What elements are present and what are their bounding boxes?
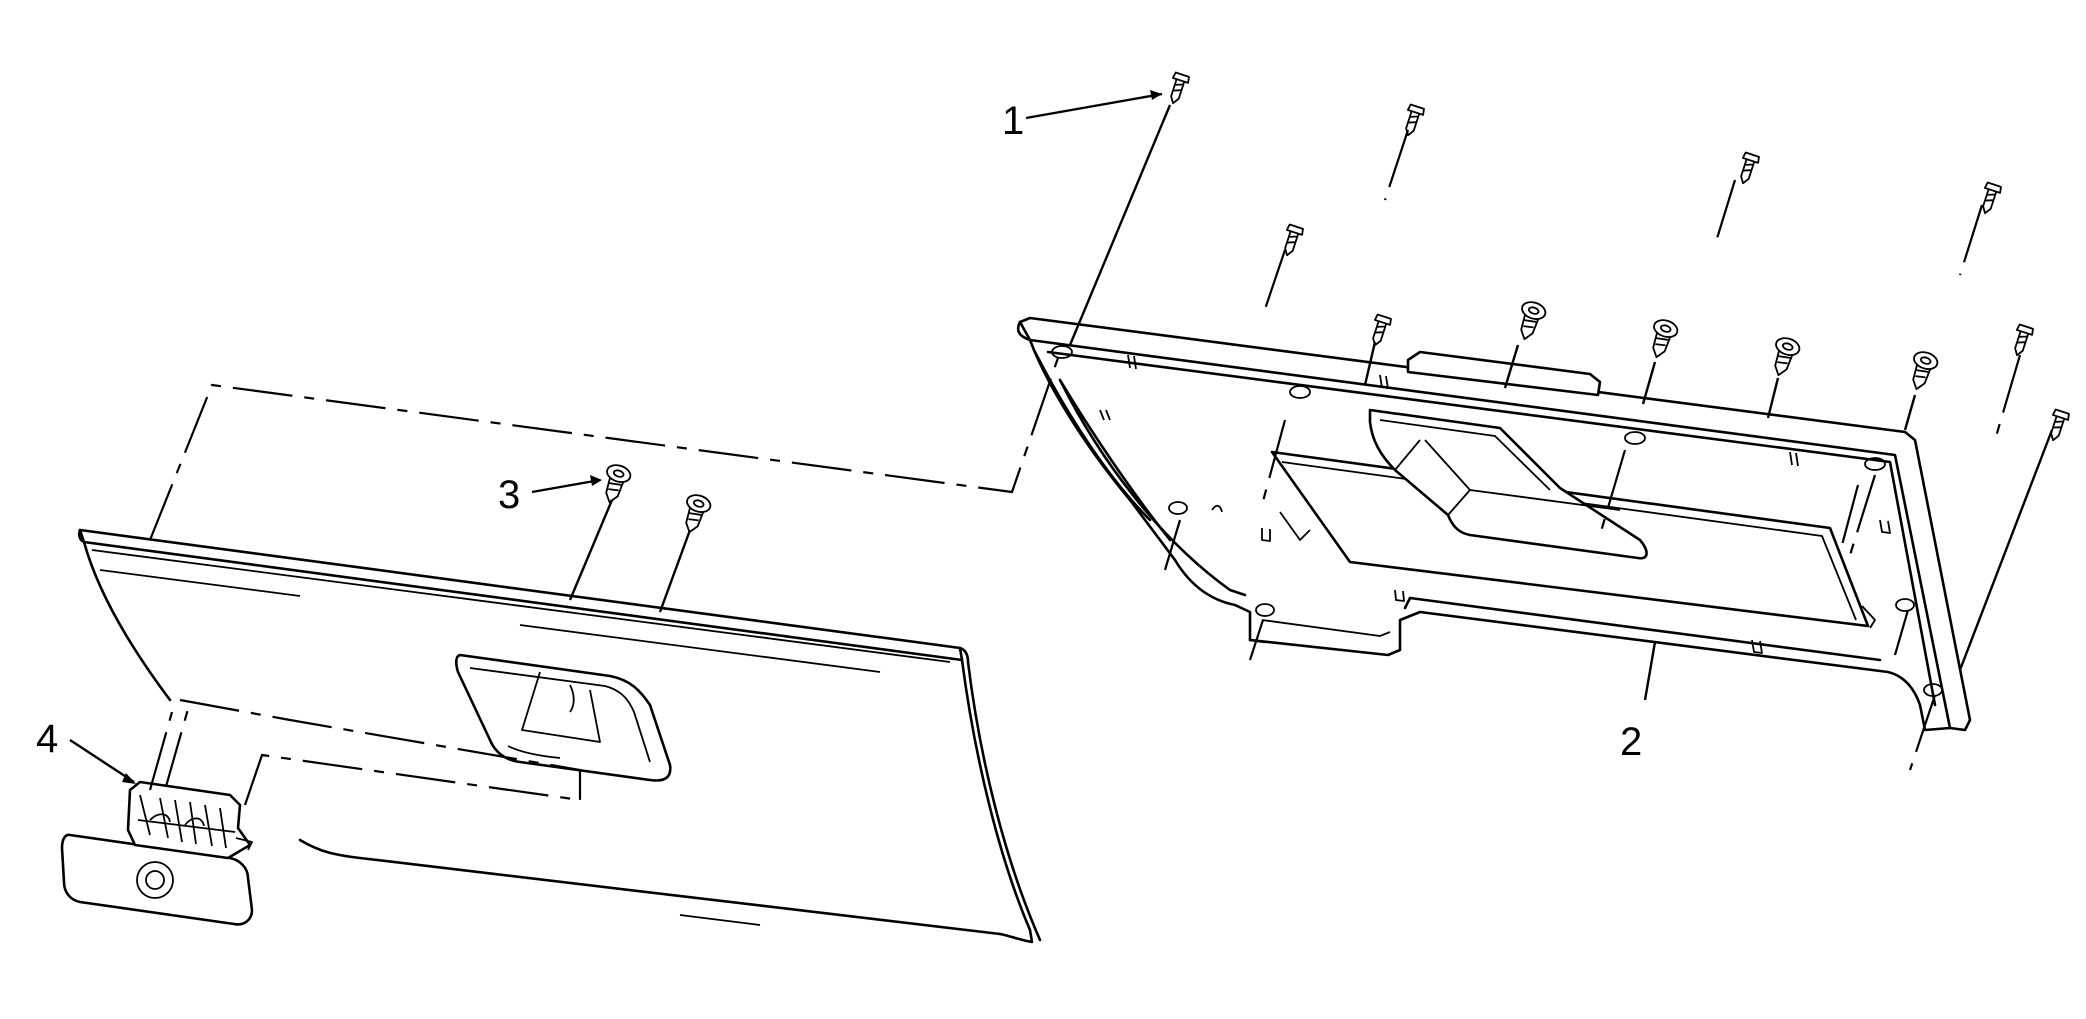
compartment-alignment-lines	[1068, 104, 2054, 771]
callout-label-4: 4	[36, 717, 58, 761]
door-alignment-lines	[148, 351, 1062, 806]
clip-icon	[1766, 334, 1803, 380]
callout-label-1: 1	[1002, 99, 1024, 143]
fasteners	[1164, 71, 2071, 444]
callout-label-3: 3	[498, 473, 520, 517]
door-screws	[568, 461, 714, 613]
clip-icon	[1512, 298, 1549, 344]
screw-icon	[1164, 71, 1191, 107]
clip-icon	[1644, 316, 1681, 362]
callout-4: 4	[36, 717, 136, 784]
glove-box-door	[77, 528, 1042, 944]
screw-icon	[1734, 151, 1761, 187]
instrument-panel-compartment	[1016, 316, 1972, 732]
screw-icon	[2008, 323, 2035, 359]
callout-1: 1	[1002, 90, 1163, 143]
screw-icon	[677, 491, 714, 537]
screw-icon	[1399, 103, 1426, 139]
callout-2: 2	[1620, 720, 1642, 764]
callout-3: 3	[498, 473, 602, 517]
screw-icon	[1366, 313, 1393, 349]
clip-icon	[1904, 348, 1941, 394]
glove-box-latch	[60, 711, 254, 926]
callout-label-2: 2	[1620, 720, 1642, 764]
screw-icon	[597, 461, 634, 507]
